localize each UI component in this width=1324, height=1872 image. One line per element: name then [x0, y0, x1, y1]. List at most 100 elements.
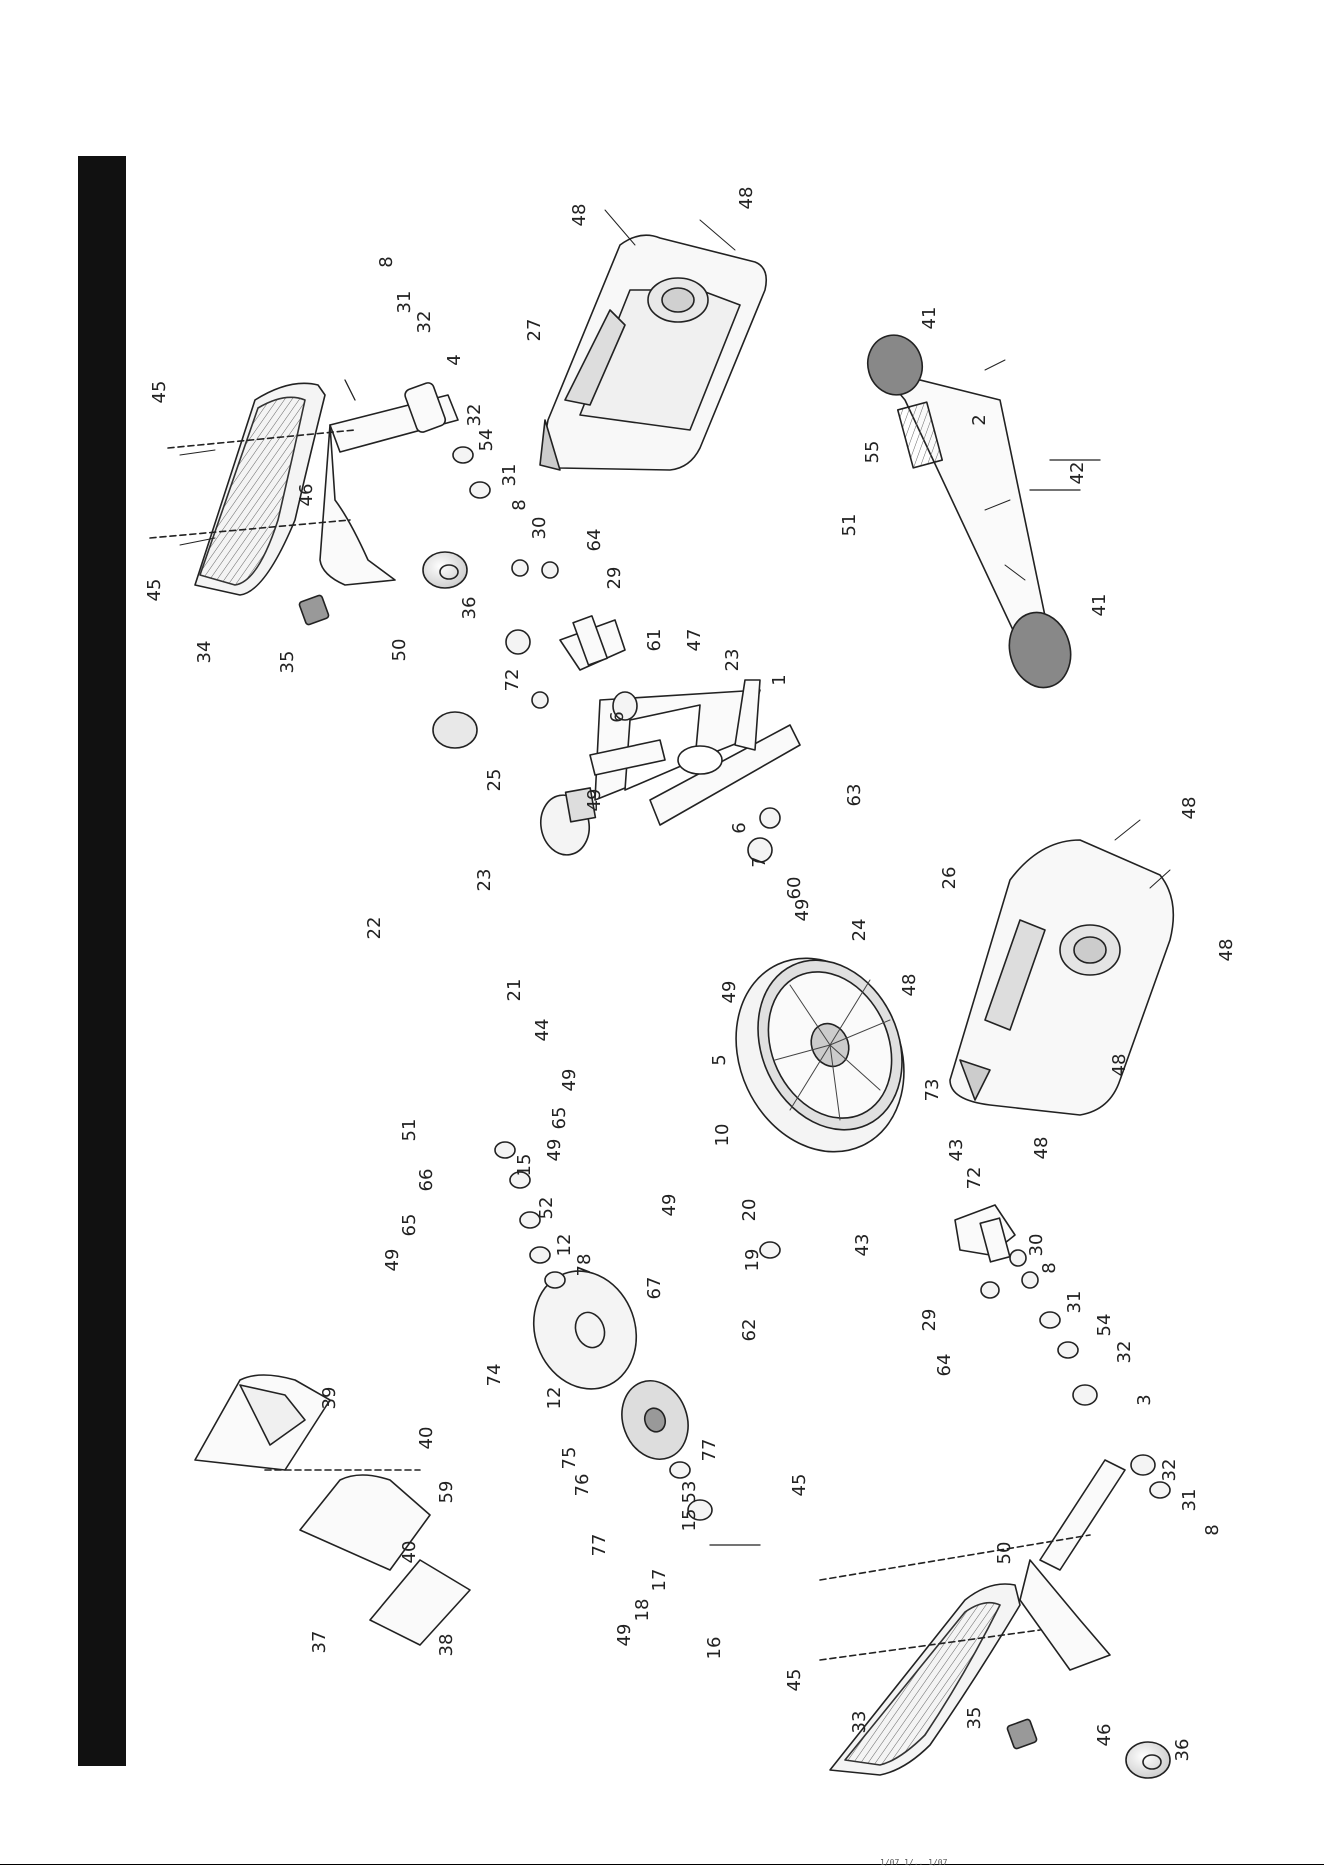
- label-60: 60: [784, 877, 805, 900]
- label-39: 39: [319, 1387, 340, 1410]
- label-65: 65: [549, 1107, 570, 1130]
- label-49: 49: [559, 1069, 580, 1092]
- flywheel-5: [735, 957, 905, 1153]
- label-65: 65: [399, 1214, 420, 1237]
- label-32: 32: [1159, 1459, 1180, 1482]
- label-49: 49: [584, 789, 605, 812]
- label-48: 48: [736, 187, 757, 210]
- label-45: 45: [144, 579, 165, 602]
- label-49: 49: [792, 899, 813, 922]
- label-43: 43: [946, 1139, 967, 1162]
- label-50: 50: [389, 639, 410, 662]
- pedal-right-assembly: [819, 1459, 1171, 1779]
- label-53: 53: [679, 1481, 700, 1504]
- knob-22: [432, 711, 478, 749]
- label-40: 40: [416, 1427, 437, 1450]
- shroud-26: [949, 839, 1175, 1116]
- label-8: 8: [509, 499, 530, 510]
- label-67: 67: [644, 1277, 665, 1300]
- label-8: 8: [1039, 1262, 1060, 1273]
- label-61: 61: [644, 629, 665, 652]
- label-32: 32: [464, 404, 485, 427]
- pedal-left-assembly: [149, 382, 468, 626]
- label-12: 12: [554, 1234, 575, 1257]
- footer-rule: [0, 1864, 1324, 1865]
- label-72: 72: [502, 669, 523, 692]
- label-22: 22: [364, 917, 385, 940]
- hardware: [452, 446, 1171, 1521]
- shroud-27: [539, 234, 768, 471]
- label-64: 64: [934, 1354, 955, 1377]
- wheel-36b: [1125, 1741, 1171, 1779]
- label-74: 74: [484, 1364, 505, 1387]
- label-27: 27: [524, 319, 545, 342]
- label-16: 16: [704, 1637, 725, 1660]
- label-37: 37: [309, 1631, 330, 1654]
- label-2: 2: [969, 414, 990, 425]
- label-31: 31: [1064, 1291, 1085, 1314]
- label-49: 49: [614, 1624, 635, 1647]
- label-6: 6: [729, 822, 750, 833]
- label-30: 30: [1026, 1234, 1047, 1257]
- crank-72a: [559, 615, 626, 671]
- label-49: 49: [544, 1139, 565, 1162]
- end-cap-35b: [1006, 1718, 1038, 1750]
- label-54: 54: [1094, 1314, 1115, 1337]
- label-51: 51: [399, 1119, 420, 1142]
- label-4: 4: [444, 354, 465, 365]
- label-51: 51: [839, 514, 860, 537]
- label-45: 45: [149, 381, 170, 404]
- label-35: 35: [277, 651, 298, 674]
- label-31: 31: [1179, 1489, 1200, 1512]
- leader-lines: [179, 209, 1171, 889]
- label-44: 44: [532, 1019, 553, 1042]
- label-40: 40: [399, 1541, 420, 1564]
- label-66: 66: [416, 1169, 437, 1192]
- label-77: 77: [699, 1439, 720, 1462]
- label-42: 42: [1067, 462, 1088, 485]
- side-band: [78, 156, 126, 1766]
- label-38: 38: [436, 1634, 457, 1657]
- label-21: 21: [504, 979, 525, 1002]
- tube-4: [404, 382, 447, 433]
- label-20: 20: [739, 1199, 760, 1222]
- label-75: 75: [559, 1447, 580, 1470]
- end-cap-41a: [1008, 611, 1072, 689]
- label-8: 8: [376, 256, 397, 267]
- part-labels: 8 31 32 4 45 32 54 31 46 8 30 64 45 29 3…: [144, 187, 1237, 1762]
- label-45: 45: [789, 1474, 810, 1497]
- label-48: 48: [899, 974, 920, 997]
- panel-39: [299, 1474, 431, 1571]
- label-30: 30: [529, 517, 550, 540]
- label-29: 29: [919, 1309, 940, 1332]
- label-48: 48: [1216, 939, 1237, 962]
- label-50: 50: [994, 1542, 1015, 1565]
- label-46: 46: [1094, 1724, 1115, 1747]
- label-78: 78: [574, 1254, 595, 1277]
- label-33: 33: [849, 1711, 870, 1734]
- label-31: 31: [499, 464, 520, 487]
- label-47: 47: [684, 629, 705, 652]
- label-54: 54: [476, 429, 497, 452]
- panel-38: [369, 1559, 471, 1646]
- label-5: 5: [709, 1054, 730, 1065]
- stabilizer-2: [866, 334, 1072, 689]
- label-1: 1: [769, 674, 790, 685]
- label-3: 3: [1134, 1394, 1155, 1405]
- page-footer: 1/07 1/.. 1/07: [0, 1858, 1324, 1872]
- label-32: 32: [414, 311, 435, 334]
- label-77: 77: [589, 1534, 610, 1557]
- monitor-21: [432, 711, 597, 856]
- label-34: 34: [194, 641, 215, 664]
- label-46: 46: [296, 484, 317, 507]
- label-48: 48: [1179, 797, 1200, 820]
- label-73: 73: [922, 1079, 943, 1102]
- seat-panels: [194, 1374, 471, 1646]
- label-49: 49: [659, 1194, 680, 1217]
- label-48: 48: [569, 204, 590, 227]
- label-15: 15: [514, 1154, 535, 1177]
- crank-72b: [954, 1204, 1016, 1263]
- label-8: 8: [1202, 1524, 1223, 1535]
- label-6: 6: [607, 711, 628, 722]
- label-55: 55: [862, 441, 883, 464]
